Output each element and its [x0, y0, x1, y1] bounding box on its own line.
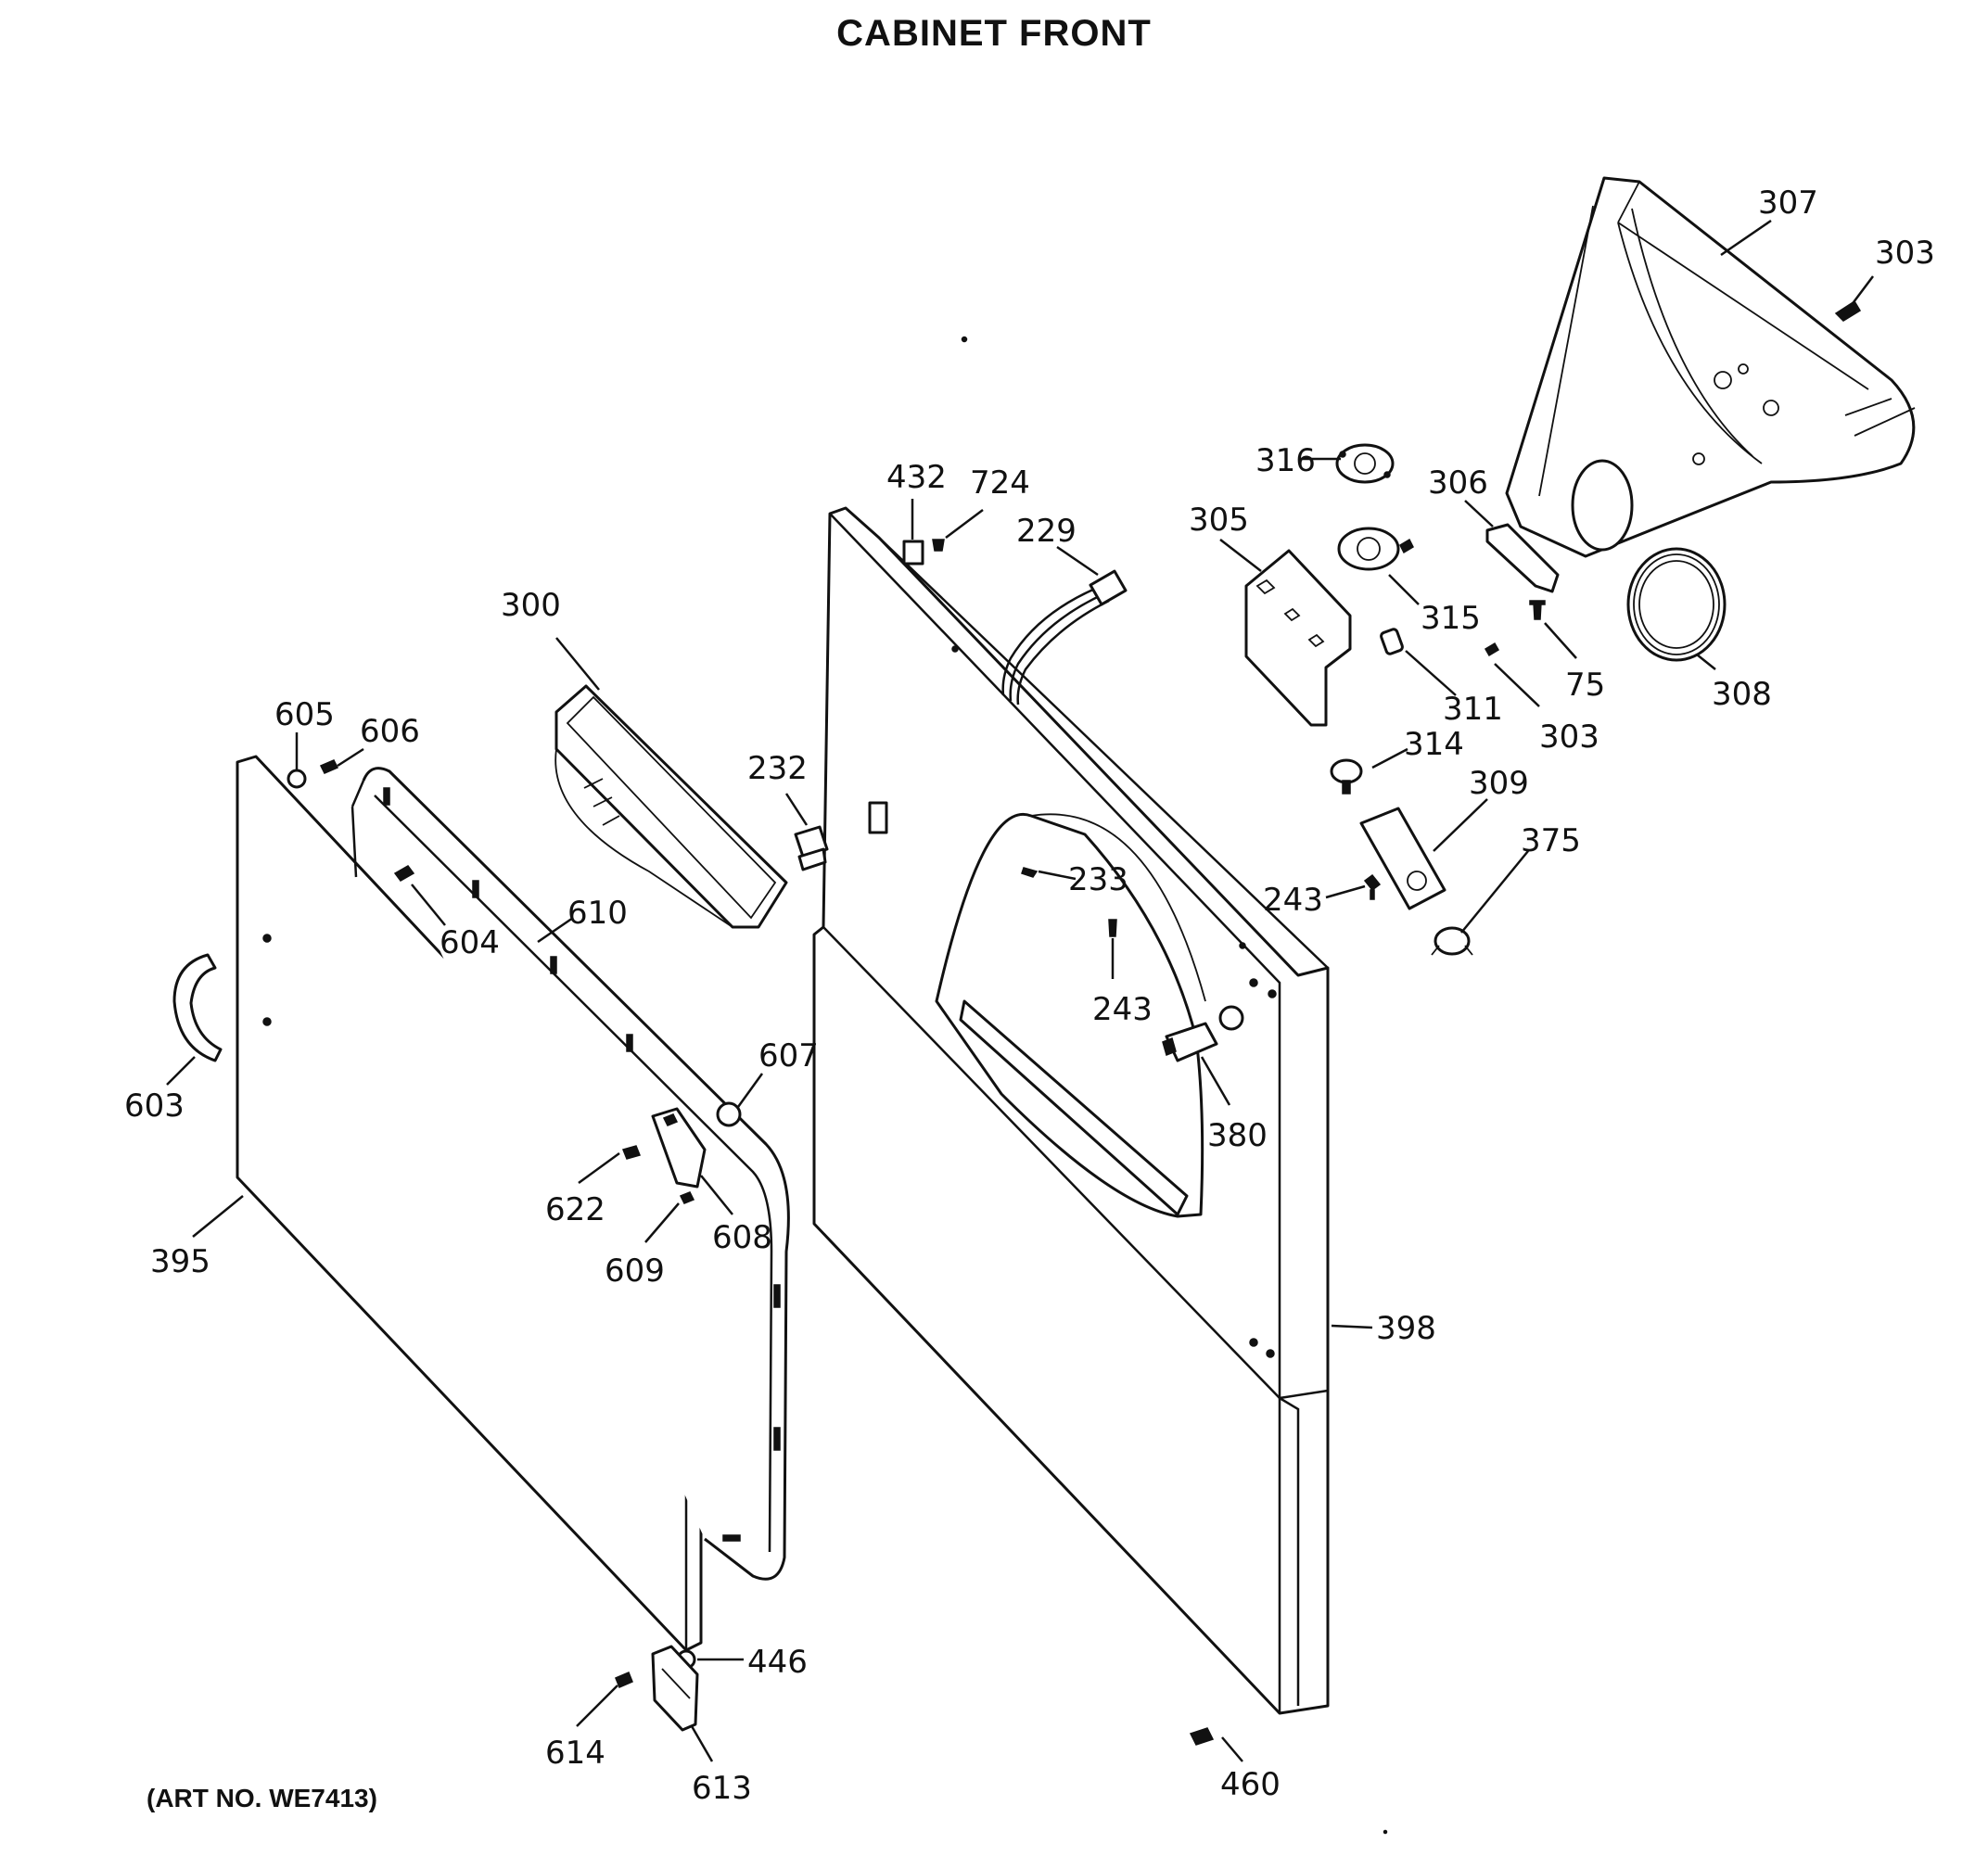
label-605: 605 — [274, 696, 335, 733]
label-307: 307 — [1758, 184, 1818, 222]
label-233: 233 — [1068, 861, 1128, 898]
label-315: 315 — [1421, 600, 1481, 637]
label-308: 308 — [1712, 676, 1772, 713]
part-306-bracket — [1485, 523, 1560, 593]
part-labels: 307 303 316 306 305 315 75 308 311 303 3… — [124, 184, 1935, 1807]
label-305: 305 — [1189, 502, 1249, 539]
label-724: 724 — [970, 464, 1030, 502]
label-375: 375 — [1521, 822, 1581, 859]
part-229-wire-harness — [1001, 569, 1128, 706]
part-724-screw — [932, 539, 945, 552]
part-75-screw — [1529, 600, 1546, 620]
label-303: 303 — [1539, 718, 1599, 756]
label-622: 622 — [545, 1191, 605, 1228]
part-300-lint-filter — [554, 684, 788, 929]
part-316-thermostat — [1335, 443, 1395, 484]
label-316: 316 — [1255, 442, 1316, 479]
part-603-handle — [172, 953, 223, 1062]
part-303-screw-top — [1834, 299, 1862, 322]
label-300: 300 — [501, 587, 561, 624]
part-315-thermostat — [1337, 527, 1414, 571]
label-380: 380 — [1207, 1117, 1268, 1154]
part-314-thermal-fuse — [1330, 758, 1363, 795]
part-398-front-panel — [812, 506, 1330, 1715]
label-75: 75 — [1565, 667, 1605, 704]
label-607: 607 — [758, 1037, 819, 1074]
part-243-screw-center — [1108, 919, 1117, 937]
leader-lines — [166, 219, 1874, 1762]
label-608: 608 — [712, 1219, 772, 1256]
part-614-screw — [615, 1672, 633, 1688]
label-446: 446 — [747, 1644, 808, 1681]
label-609: 609 — [605, 1252, 665, 1290]
label-303: 303 — [1875, 235, 1935, 272]
part-432-clip — [902, 540, 924, 566]
part-309-bracket — [1359, 807, 1446, 910]
label-232: 232 — [747, 750, 808, 787]
label-604: 604 — [440, 924, 500, 961]
label-395: 395 — [150, 1243, 210, 1280]
label-309: 309 — [1469, 765, 1529, 802]
part-622-screw — [621, 1145, 642, 1160]
part-610-door-gasket — [350, 767, 790, 1581]
part-232-switch — [794, 825, 829, 871]
part-303-screw-middle — [1484, 642, 1500, 657]
part-607-grommet — [716, 1101, 742, 1127]
label-613: 613 — [692, 1770, 752, 1807]
part-305-cover — [1244, 549, 1352, 727]
part-608-latch — [651, 1107, 707, 1189]
part-308-ring — [1626, 547, 1727, 662]
part-307-duct-housing — [1505, 176, 1916, 558]
diagram-title: CABINET FRONT — [836, 13, 1152, 54]
part-604-screw — [393, 865, 415, 882]
label-460: 460 — [1220, 1766, 1281, 1803]
part-460-screw — [1189, 1727, 1215, 1746]
label-311: 311 — [1443, 691, 1503, 728]
label-610: 610 — [567, 895, 628, 932]
part-311-clip — [1380, 628, 1404, 655]
part-613-hinge — [651, 1645, 699, 1732]
label-243: 243 — [1263, 882, 1323, 919]
label-398: 398 — [1376, 1310, 1436, 1347]
art-number: (ART NO. WE7413) — [147, 1784, 377, 1812]
part-233-screw — [1021, 867, 1039, 878]
label-603: 603 — [124, 1087, 185, 1125]
label-229: 229 — [1016, 513, 1077, 550]
label-432: 432 — [886, 459, 947, 496]
part-609-screw — [679, 1191, 695, 1204]
label-243: 243 — [1092, 991, 1153, 1028]
part-380-switch — [1162, 1005, 1244, 1062]
part-605-grommet — [287, 769, 307, 789]
part-243-screw-right — [1363, 873, 1382, 900]
label-306: 306 — [1428, 464, 1488, 502]
part-375 — [1431, 926, 1473, 956]
label-606: 606 — [360, 713, 420, 750]
label-614: 614 — [545, 1735, 605, 1772]
label-314: 314 — [1404, 726, 1464, 763]
part-606-screw — [319, 759, 339, 774]
